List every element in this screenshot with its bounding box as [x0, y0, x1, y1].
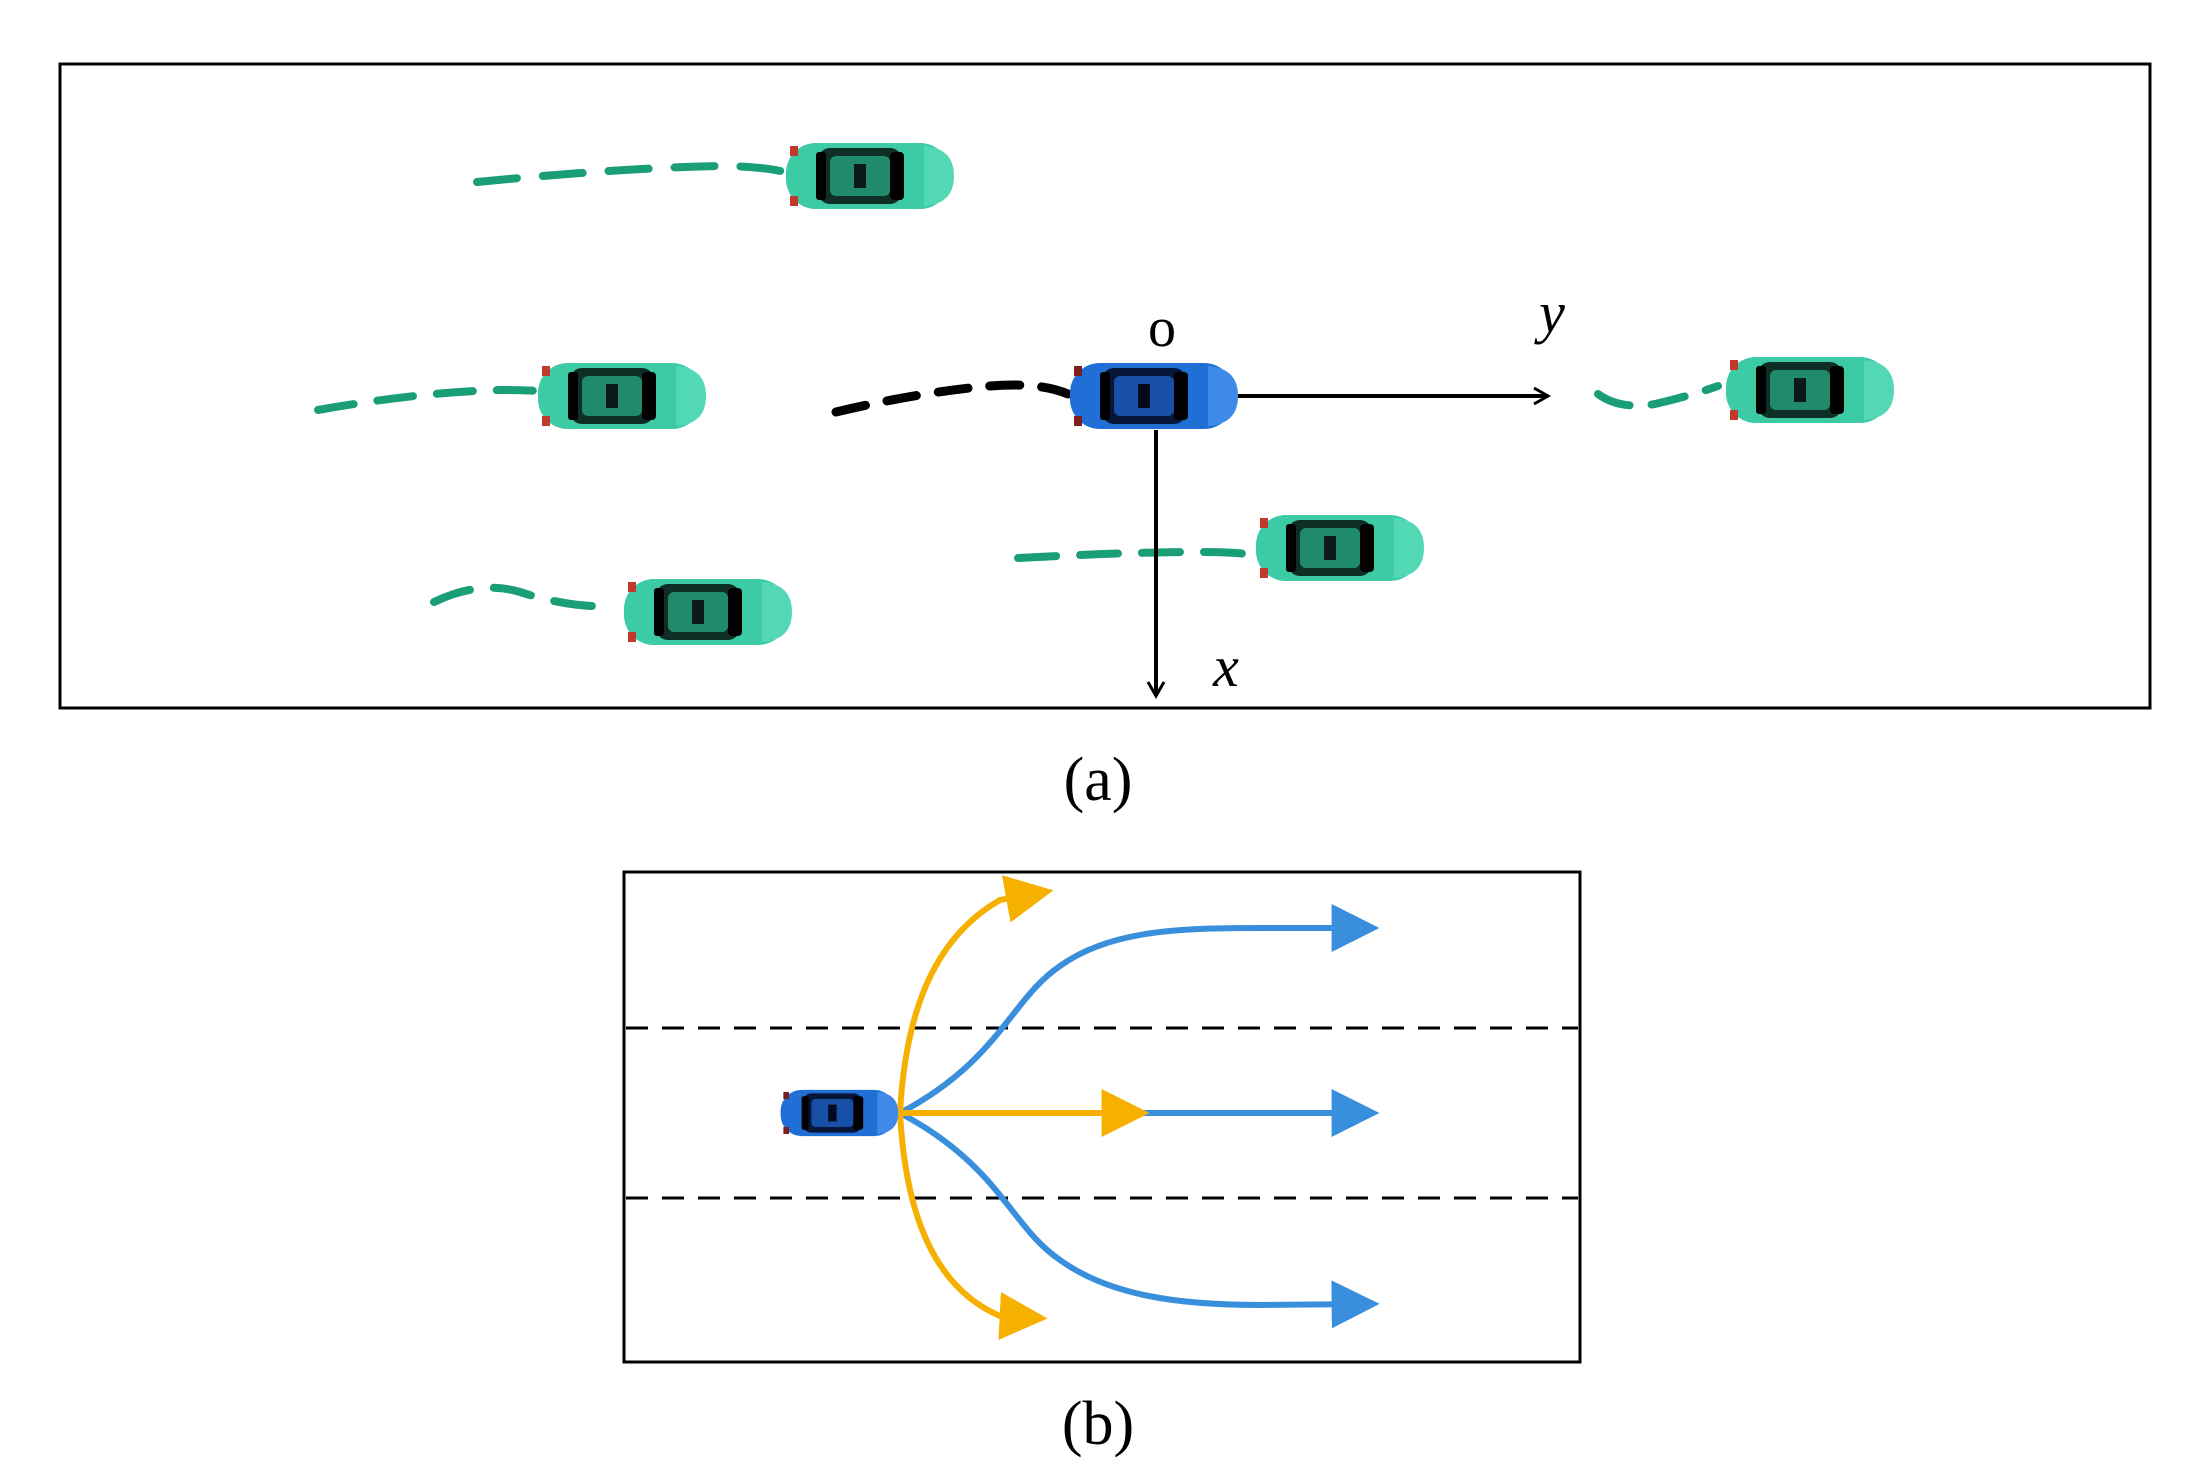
neighbor-trail-4	[1014, 547, 1266, 562]
neighbor-trail-5	[1594, 382, 1722, 410]
neighbor-trail-1	[473, 161, 804, 186]
neighbor-car-icon	[1726, 357, 1894, 423]
lateral-maneuver-left-lane	[898, 904, 1380, 1116]
ego-car-icon	[1070, 363, 1238, 429]
neighbor-car-icon	[624, 579, 792, 645]
neighbor-trail-2	[314, 385, 559, 414]
ego-car-icon	[780, 1089, 899, 1137]
longitudinal-maneuver-upper	[897, 875, 1054, 1114]
panel-b-caption: (b)	[1062, 1390, 1134, 1458]
neighbor-trail-3	[430, 583, 614, 611]
origin-label: o	[1148, 297, 1176, 359]
lateral-maneuver-right-lane	[898, 1110, 1380, 1329]
panel-a: o y x (a)	[58, 62, 2152, 814]
neighbor-car-icon	[538, 363, 706, 429]
longitudinal-maneuver-lower	[897, 1112, 1048, 1340]
neighbor-car-icon	[786, 143, 954, 209]
y-axis-label: y	[1534, 280, 1565, 345]
neighbor-car-icon	[1256, 515, 1424, 581]
ego-trail	[831, 380, 1073, 417]
x-axis-label: x	[1212, 634, 1239, 699]
panel-a-caption: (a)	[1064, 746, 1133, 814]
panel-b: (b)	[622, 870, 1582, 1458]
